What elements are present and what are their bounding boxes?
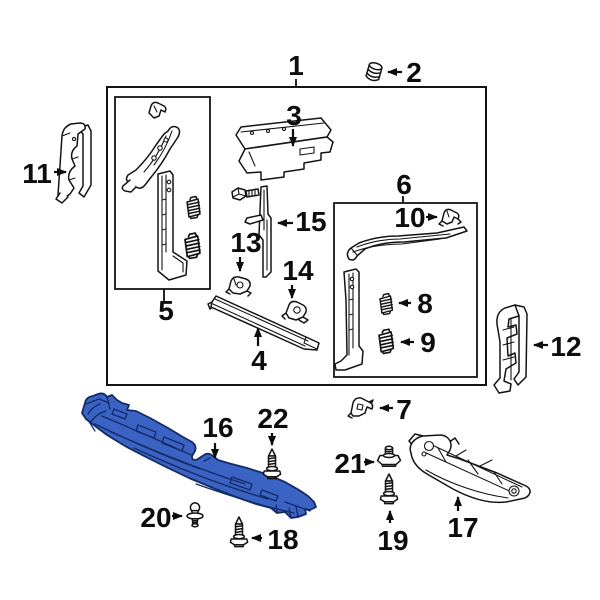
callout-19[interactable]: 19: [377, 525, 408, 556]
callout-8[interactable]: 8: [417, 288, 433, 319]
part-9-drawing[interactable]: [378, 328, 395, 355]
part-7-drawing[interactable]: [347, 397, 374, 419]
callout-4[interactable]: 4: [251, 345, 267, 376]
part-3-drawing[interactable]: [235, 117, 334, 181]
part-11-drawing[interactable]: [55, 122, 92, 204]
assembly-box-5: [114, 96, 211, 290]
part-12-drawing[interactable]: [493, 304, 528, 394]
callout-13[interactable]: 13: [230, 227, 261, 258]
callout-18[interactable]: 18: [267, 524, 298, 555]
callout-9[interactable]: 9: [420, 327, 436, 358]
callout-6[interactable]: 6: [396, 169, 412, 200]
callout-arrows: [54, 68, 548, 542]
callout-15[interactable]: 15: [295, 206, 326, 237]
part-13-drawing[interactable]: [225, 276, 252, 297]
callout-7[interactable]: 7: [396, 394, 412, 425]
callout-3[interactable]: 3: [286, 100, 302, 131]
part-6-drawing[interactable]: [334, 226, 468, 371]
callout-16[interactable]: 16: [202, 412, 233, 443]
part-5-drawing[interactable]: [121, 101, 201, 281]
part-4-drawing[interactable]: [207, 295, 320, 351]
part-10-drawing[interactable]: [438, 208, 462, 227]
part-15-drawing[interactable]: [231, 185, 272, 278]
part-18-drawing[interactable]: [229, 516, 249, 548]
callout-12[interactable]: 12: [550, 331, 581, 362]
callout-11[interactable]: 11: [22, 158, 52, 189]
callout-2[interactable]: 2: [406, 57, 422, 88]
part-21-drawing[interactable]: [376, 445, 402, 467]
callout-10[interactable]: 10: [394, 202, 425, 233]
callout-1[interactable]: 1: [288, 50, 304, 81]
part-22-drawing[interactable]: [262, 448, 282, 480]
callout-22[interactable]: 22: [257, 403, 288, 434]
part-16-drawing[interactable]: [81, 392, 317, 519]
callout-14[interactable]: 14: [282, 255, 314, 286]
callout-17[interactable]: 17: [447, 512, 478, 543]
callout-20[interactable]: 20: [140, 502, 171, 533]
part-2-drawing[interactable]: [365, 61, 383, 82]
assembly-box-6: [333, 202, 478, 378]
part-19-drawing[interactable]: [379, 473, 399, 505]
part-14-drawing[interactable]: [281, 300, 309, 324]
callout-5[interactable]: 5: [158, 295, 174, 326]
part-20-drawing[interactable]: [186, 502, 204, 528]
part-8-drawing[interactable]: [379, 292, 394, 316]
part-17-drawing[interactable]: [408, 433, 531, 504]
callout-21[interactable]: 21: [334, 448, 365, 479]
